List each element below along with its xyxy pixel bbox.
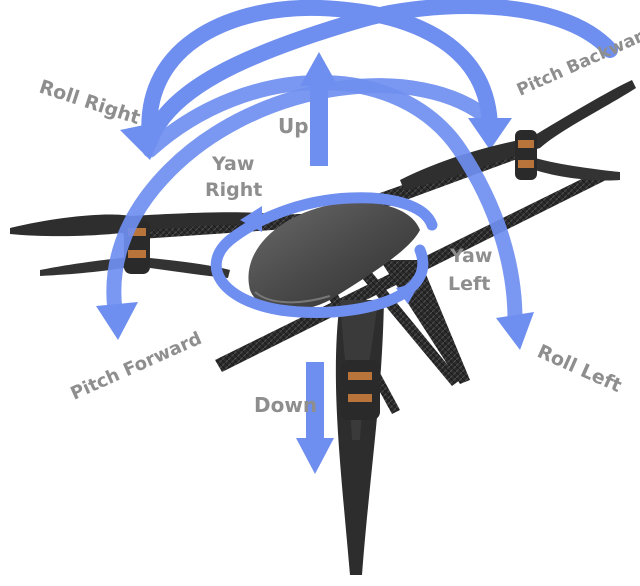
pitch-backward-arrowhead [468,118,512,150]
down-arrow-shaft [306,362,324,442]
down-motor [340,360,380,420]
yaw-right-arrowhead [240,206,262,232]
drone-body [248,202,420,311]
yaw-right-label-line2: Right [205,179,262,201]
roll-right-label: Roll Right [36,76,142,129]
pitch-forward-arc [106,78,498,318]
roll-right-arc [142,0,618,148]
roll-right-arrowhead [120,120,168,160]
up-arrow-shaft [310,80,328,166]
yaw-left-label-line1: Yaw [449,245,492,267]
down-arrowhead [296,438,334,474]
roll-left-label: Roll Left [534,340,625,397]
up-arrowhead [300,52,338,86]
pitch-backward-arc [141,0,498,148]
up-label: Up [278,114,309,138]
roll-left-arrowhead [496,312,534,350]
yaw-ring [210,192,438,318]
top-right-propeller [400,80,636,190]
down-label: Down [254,393,317,417]
yaw-right-label-line1: Yaw [211,153,254,175]
top-right-motor [515,130,537,180]
yaw-left-arrowhead [396,282,420,304]
yaw-left-label-line2: Left [448,273,490,295]
pitch-forward-label: Pitch Forward [67,328,204,405]
pitch-forward-arrowhead [96,302,138,340]
roll-left-arc [142,75,523,328]
